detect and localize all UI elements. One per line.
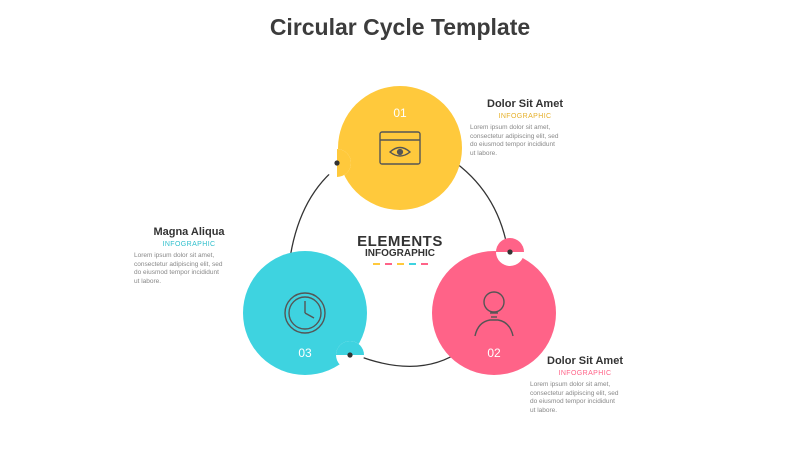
page-title: Circular Cycle Template <box>269 14 531 40</box>
browser-eye-icon <box>379 131 421 165</box>
center-dash <box>372 263 380 265</box>
step-heading-02: Dolor Sit Amet <box>547 355 623 367</box>
clock-icon <box>284 292 326 334</box>
step-heading-01: Dolor Sit Amet <box>487 98 563 110</box>
step-subheading-03: INFOGRAPHIC <box>162 241 216 248</box>
junction-node-1 <box>323 149 351 177</box>
center-dash <box>384 263 392 265</box>
step-label-02: Dolor Sit Amet INFOGRAPHIC Lorem ipsum d… <box>530 355 640 415</box>
step-label-03: Magna Aliqua INFOGRAPHIC Lorem ipsum dol… <box>134 226 244 286</box>
lightbulb-head-icon <box>474 291 514 337</box>
step-number-03: 03 <box>298 346 312 360</box>
step-number-02: 02 <box>487 346 501 360</box>
connector-arc-2-3 <box>355 349 463 368</box>
junction-node-3 <box>336 341 364 369</box>
center-dash-row <box>330 263 470 265</box>
center-dash <box>396 263 404 265</box>
step-body-03: Lorem ipsum dolor sit amet, consectetur … <box>134 252 223 285</box>
junction-node-2 <box>496 238 524 266</box>
step-body-02: Lorem ipsum dolor sit amet, consectetur … <box>530 381 619 414</box>
center-title: ELEMENTS <box>357 233 443 250</box>
center-subtitle: INFOGRAPHIC <box>365 248 435 259</box>
step-heading-03: Magna Aliqua <box>153 226 225 238</box>
center-heading: ELEMENTS INFOGRAPHIC <box>330 233 470 265</box>
step-label-01: Dolor Sit Amet INFOGRAPHIC Lorem ipsum d… <box>470 98 580 158</box>
step-body-01: Lorem ipsum dolor sit amet, consectetur … <box>470 124 559 157</box>
step-subheading-02: INFOGRAPHIC <box>558 370 612 377</box>
center-dash <box>408 263 416 265</box>
step-number-01: 01 <box>393 106 407 120</box>
center-dash <box>420 263 428 265</box>
step-subheading-01: INFOGRAPHIC <box>498 113 552 120</box>
